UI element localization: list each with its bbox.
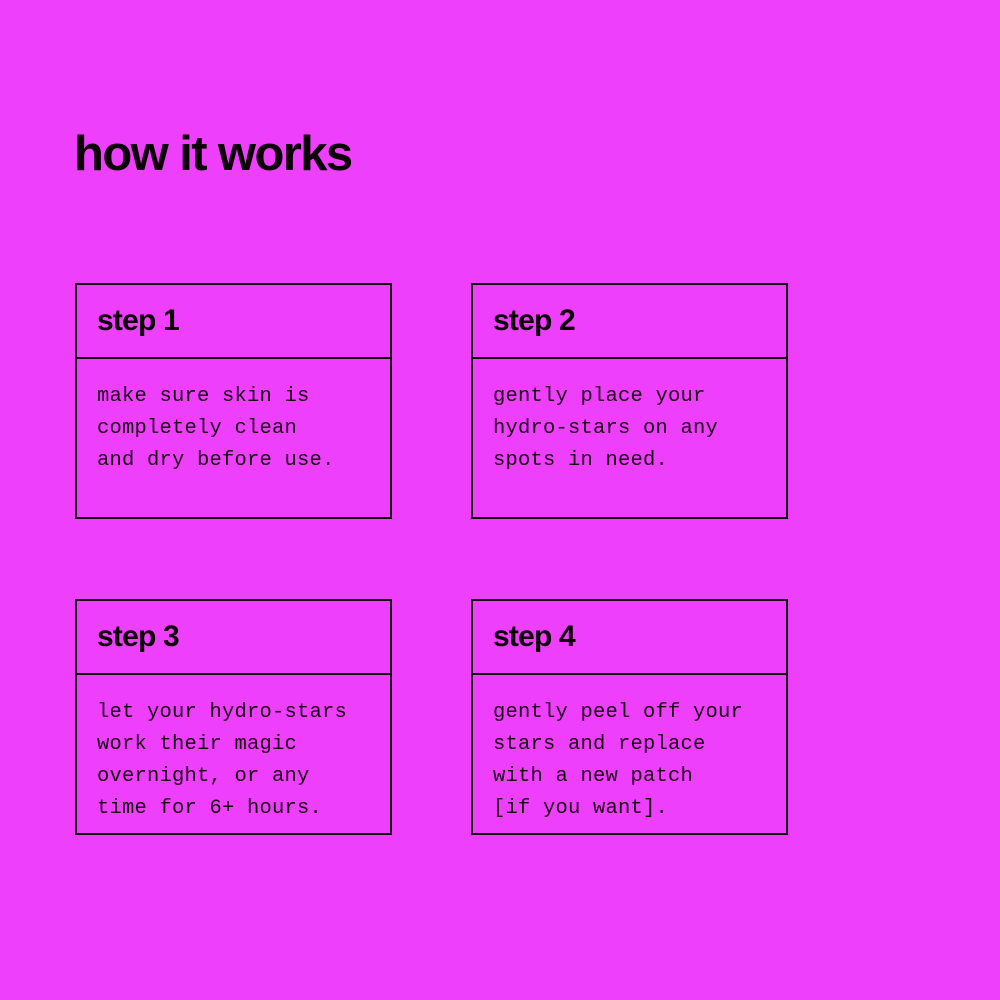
- step-card-2: step 2 gently place your hydro-stars on …: [471, 283, 788, 519]
- step-card-3-header: step 3: [77, 601, 390, 675]
- page-title: how it works: [74, 126, 353, 181]
- steps-grid: step 1 make sure skin is completely clea…: [75, 283, 788, 835]
- step-card-1: step 1 make sure skin is completely clea…: [75, 283, 392, 519]
- step-card-4-label: step 4: [493, 620, 576, 653]
- step-card-3-body: let your hydro-stars work their magic ov…: [77, 675, 390, 833]
- step-card-2-header: step 2: [473, 285, 786, 359]
- step-card-3-label: step 3: [97, 620, 180, 653]
- step-card-4: step 4 gently peel off your stars and re…: [471, 599, 788, 835]
- step-card-3-text: let your hydro-stars work their magic ov…: [97, 701, 348, 820]
- step-card-4-text: gently peel off your stars and replace w…: [493, 701, 744, 820]
- step-card-4-header: step 4: [473, 601, 786, 675]
- step-card-1-text: make sure skin is completely clean and d…: [97, 385, 335, 472]
- step-card-2-body: gently place your hydro-stars on any spo…: [473, 359, 786, 517]
- step-card-2-label: step 2: [493, 304, 576, 337]
- step-card-1-body: make sure skin is completely clean and d…: [77, 359, 390, 517]
- step-card-1-header: step 1: [77, 285, 390, 359]
- step-card-2-text: gently place your hydro-stars on any spo…: [493, 385, 719, 472]
- step-card-4-body: gently peel off your stars and replace w…: [473, 675, 786, 833]
- step-card-3: step 3 let your hydro-stars work their m…: [75, 599, 392, 835]
- step-card-1-label: step 1: [97, 304, 180, 337]
